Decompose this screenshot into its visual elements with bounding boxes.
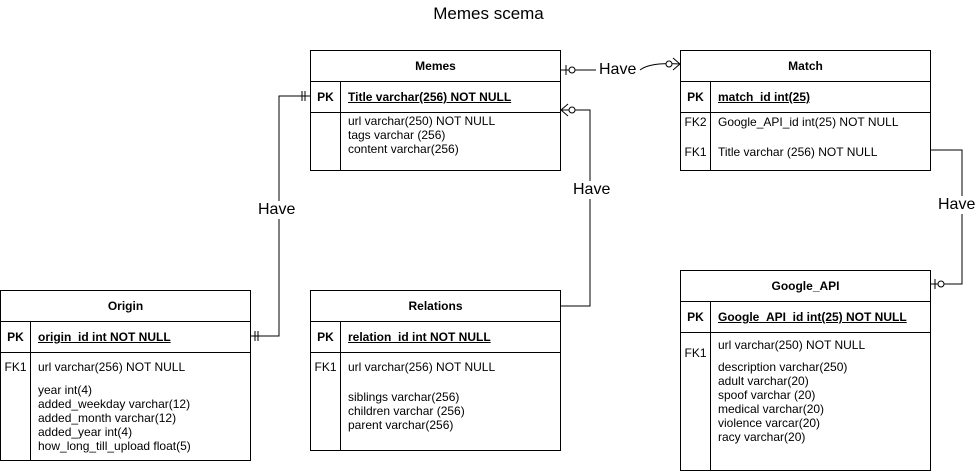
pk-label: PK [7, 330, 24, 344]
fk-label: FK1 [684, 346, 707, 360]
diagram-title: Memes scema [433, 4, 544, 23]
field: content varchar(256) [348, 142, 459, 156]
field: tags varchar (256) [348, 128, 446, 142]
fk-label: FK1 [4, 360, 27, 374]
fk-label: FK2 [684, 115, 707, 129]
field: url varchar(256) NOT NULL [348, 360, 496, 374]
connector-memes-relations [561, 109, 591, 307]
pk-label: PK [687, 310, 704, 324]
entity-name: Relations [311, 291, 560, 322]
relationship-label-memes-origin: Have [257, 201, 297, 219]
pk-label: PK [687, 90, 704, 104]
field: spoof varchar (20) [718, 388, 816, 402]
relationship-label-memes-match: Have [598, 61, 638, 79]
primary-key-row: PK relation_id int NOT NULL [311, 322, 560, 353]
entity-relations[interactable]: Relations PK relation_id int NOT NULL FK… [310, 290, 561, 451]
field: Google_API_id int(25) NOT NULL [718, 115, 899, 129]
field: url varchar(250) NOT NULL [718, 338, 866, 352]
entity-name: Match [681, 51, 930, 82]
entity-memes[interactable]: Memes PK Title varchar(256) NOT NULL url… [310, 50, 561, 171]
field: added_month varchar(12) [38, 411, 177, 425]
primary-key-row: PK origin_id int NOT NULL [1, 322, 250, 353]
entity-name: Google_API [681, 271, 930, 302]
pk-field: Title varchar(256) NOT NULL [348, 90, 512, 104]
pk-field: relation_id int NOT NULL [348, 330, 491, 344]
field: added_year int(4) [38, 425, 133, 439]
connector-match-google [930, 149, 963, 285]
field: how_long_till_upload float(5) [38, 439, 191, 453]
entity-match[interactable]: Match PK match_id int(25) FK2 Google_API… [680, 50, 931, 171]
primary-key-row: PK Google_API_id int(25) NOT NULL [681, 302, 930, 333]
entity-name: Memes [311, 51, 560, 82]
fk-label: FK1 [314, 360, 337, 374]
pk-field: Google_API_id int(25) NOT NULL [718, 310, 907, 324]
field: description varchar(250) [718, 360, 848, 374]
field: parent varchar(256) [348, 418, 454, 432]
field: url varchar(250) NOT NULL [348, 114, 496, 128]
field: Title varchar (256) NOT NULL [718, 145, 878, 159]
pk-field: match_id int(25) [718, 90, 811, 104]
relationship-label-match-google: Have [937, 196, 977, 214]
field: violence varcar(20) [718, 416, 821, 430]
connector-memes-match [561, 63, 681, 71]
entity-origin[interactable]: Origin PK origin_id int NOT NULL FK1 url… [0, 290, 251, 461]
entity-name: Origin [1, 291, 250, 322]
field: children varchar (256) [348, 404, 465, 418]
field: url varchar(256) NOT NULL [38, 360, 186, 374]
field: added_weekday varchar(12) [38, 397, 191, 411]
field: year int(4) [38, 383, 93, 397]
field: siblings varchar(256) [348, 390, 460, 404]
pk-label: PK [317, 90, 334, 104]
entity-google-api[interactable]: Google_API PK Google_API_id int(25) NOT … [680, 270, 931, 471]
primary-key-row: PK Title varchar(256) NOT NULL [311, 82, 560, 113]
field: adult varchar(20) [718, 374, 809, 388]
crowfoot-match [672, 57, 681, 65]
field: racy varchar(20) [718, 430, 806, 444]
relationship-label-memes-relations: Have [572, 181, 612, 199]
pk-label: PK [317, 330, 334, 344]
primary-key-row: PK match_id int(25) [681, 82, 930, 113]
pk-field: origin_id int NOT NULL [38, 330, 171, 344]
field: medical varchar(20) [718, 402, 825, 416]
fk-label: FK1 [684, 145, 707, 159]
